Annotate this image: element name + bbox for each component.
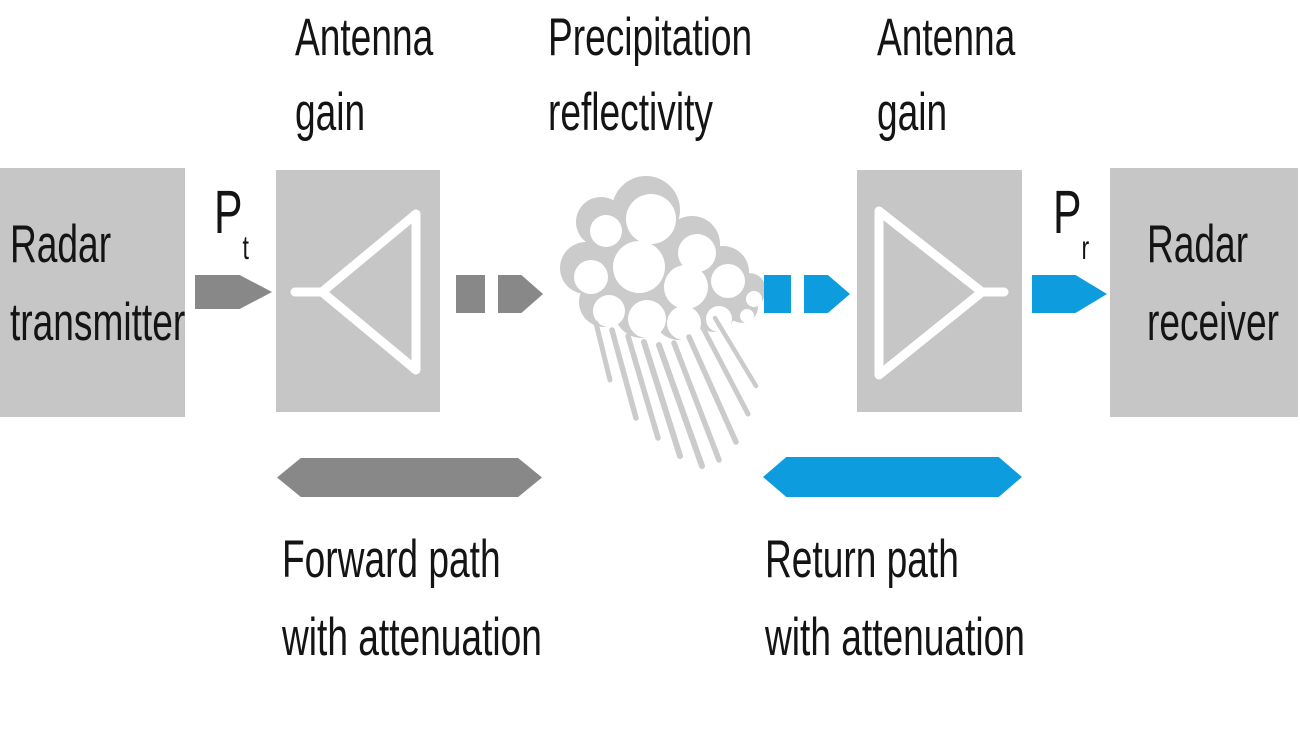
antenna-gain-right-line1: Antenna: [877, 8, 1016, 67]
radar-receiver-label: Radar receiver: [1147, 206, 1279, 362]
pt-arrow-icon: [195, 275, 272, 309]
antenna-gain-right-line2: gain: [877, 83, 948, 142]
return-path-line2: with attenuation: [765, 608, 1025, 667]
forward-path-line2: with attenuation: [282, 608, 542, 667]
precipitation-reflectivity-label: Precipitation reflectivity: [548, 0, 752, 150]
return-path-arrow-icon: [763, 457, 1022, 497]
antenna-symbol-left-icon: [290, 209, 421, 375]
pr-arrow-icon: [1032, 275, 1107, 313]
return-path-label: Return path with attenuation: [765, 521, 1025, 677]
pr-subscript: r: [1081, 229, 1090, 266]
precipitation-line1: Precipitation: [548, 8, 753, 67]
transmitter-line2: transmitter: [10, 293, 186, 352]
received-power-label: Pr: [1053, 182, 1089, 267]
radar-transmitter-box: Radar transmitter: [0, 168, 185, 417]
gray-dash-arrow-icon: [498, 275, 543, 313]
pt-symbol: P: [214, 178, 243, 246]
antenna-gain-right-box: [857, 170, 1022, 412]
transmitted-power-label: Pt: [214, 182, 249, 267]
radar-transmitter-label: Radar transmitter: [10, 206, 185, 362]
forward-path-line1: Forward path: [282, 530, 501, 589]
blue-dash-arrow-icon: [804, 275, 850, 313]
precipitation-line2: reflectivity: [548, 83, 713, 142]
radar-receiver-box: Radar receiver: [1110, 168, 1298, 417]
receiver-line1: Radar: [1147, 215, 1249, 274]
return-path-line1: Return path: [765, 530, 959, 589]
antenna-gain-left-label: Antenna gain: [295, 0, 433, 150]
antenna-gain-left-line1: Antenna: [295, 8, 434, 67]
antenna-gain-left-box: [276, 170, 440, 412]
antenna-gain-right-label: Antenna gain: [877, 0, 1015, 150]
forward-path-arrow-icon: [277, 458, 542, 497]
pr-symbol: P: [1053, 178, 1082, 246]
pt-subscript: t: [242, 229, 249, 266]
gray-dash-icon: [456, 275, 485, 313]
antenna-gain-left-line2: gain: [295, 83, 366, 142]
antenna-symbol-right-icon: [874, 206, 1009, 380]
forward-path-label: Forward path with attenuation: [282, 521, 542, 677]
receiver-line2: receiver: [1147, 293, 1279, 352]
blue-dash-icon: [764, 275, 791, 313]
transmitter-line1: Radar: [10, 215, 112, 274]
rain-cloud-icon: [560, 176, 766, 469]
